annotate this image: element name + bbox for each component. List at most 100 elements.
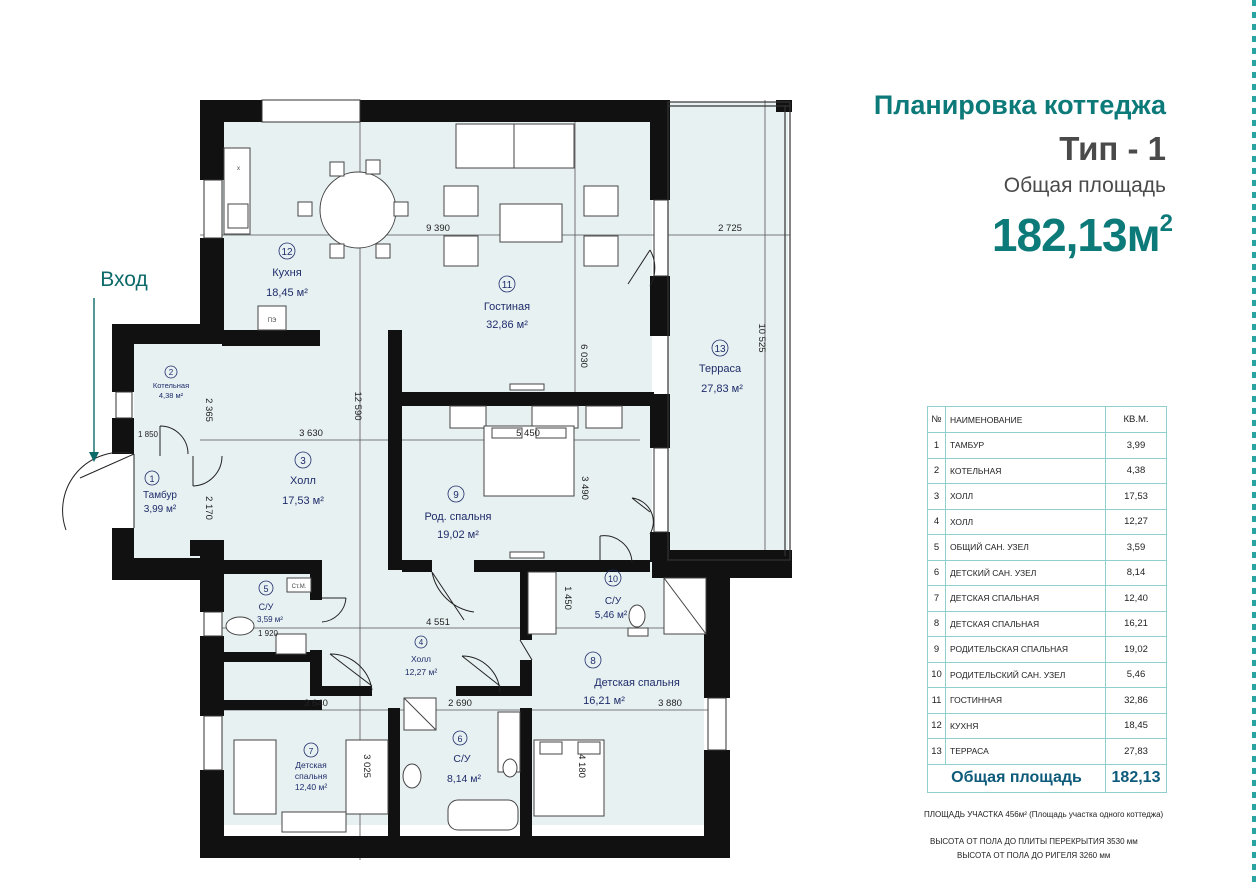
table-cell: 19,02: [1105, 636, 1167, 663]
room-4: 4 Холл 12,27 м²: [405, 635, 437, 677]
windows: [115, 99, 727, 771]
cottage-type: Тип - 1: [1059, 130, 1166, 167]
table-cell: ОБЩИЙ САН. УЗЕЛ: [945, 534, 1106, 561]
dimension-labels: 9 390 2 725 10 525 12 590 6 030 3 630 2 …: [138, 223, 767, 778]
height-note-1: ВЫСОТА ОТ ПОЛА ДО ПЛИТЫ ПЕРЕКРЫТИЯ 3530 …: [930, 837, 1138, 846]
room-10: 10 С/У 5,46 м²: [595, 569, 628, 621]
dim-label: 4 551: [426, 617, 450, 628]
table-cell: 12,40: [1105, 585, 1167, 612]
total-area-value: 182,13м2: [991, 209, 1173, 261]
svg-text:5: 5: [263, 584, 268, 594]
svg-text:16,21 м²: 16,21 м²: [583, 695, 625, 707]
svg-text:спальня: спальня: [295, 771, 328, 781]
plot-area-note: ПЛОЩАДЬ УЧАСТКА 456м² (Площадь участка о…: [924, 810, 1164, 819]
doors: [62, 249, 656, 693]
table-cell: 12,27: [1105, 508, 1167, 535]
svg-text:5,46 м²: 5,46 м²: [595, 610, 628, 621]
room-3: 3 Холл 17,53 м²: [282, 451, 324, 507]
dim-label: 9 390: [426, 223, 450, 234]
room-9: 9 Род. спальня 19,02 м²: [424, 485, 492, 541]
svg-text:1: 1: [149, 474, 154, 484]
svg-text:3: 3: [300, 456, 306, 467]
dim-label: 2 725: [718, 223, 742, 234]
svg-text:18,45 м²: 18,45 м²: [266, 287, 308, 299]
room-12: 12 Кухня 18,45 м²: [266, 242, 308, 299]
table-cell: 3,99: [1105, 432, 1167, 459]
dim-label: 3 490: [579, 476, 590, 500]
room-7: 7 Детская спальня 12,40 м²: [295, 742, 328, 792]
table-cell: 5: [927, 534, 946, 561]
room-1: 1 Тамбур 3,99 м²: [143, 470, 177, 515]
dim-label: 3 640: [304, 698, 328, 709]
svg-text:3,59 м²: 3,59 м²: [257, 615, 283, 624]
svg-text:17,53 м²: 17,53 м²: [282, 495, 324, 507]
svg-text:10: 10: [608, 574, 618, 584]
stove-label: ПЭ: [268, 318, 277, 324]
room-8: 8 Детская спальня 16,21 м²: [583, 651, 680, 707]
page-title: Планировка коттеджа: [873, 90, 1166, 120]
table-cell: КОТЕЛЬНАЯ: [945, 457, 1106, 484]
room-6: 6 С/У 8,14 м²: [447, 730, 482, 785]
room-labels: 1 Тамбур 3,99 м² 2 Котельная 4,38 м² 3 Х…: [143, 242, 743, 792]
room-2: 2 Котельная 4,38 м²: [153, 365, 189, 400]
dim-label: 2 170: [203, 496, 214, 520]
table-cell: ДЕТСКАЯ СПАЛЬНАЯ: [945, 610, 1106, 637]
table-cell: 5,46: [1105, 661, 1167, 688]
dim-label: 5 450: [516, 428, 540, 439]
total-area-label: Общая площадь: [1003, 174, 1166, 197]
svg-text:8,14 м²: 8,14 м²: [447, 773, 482, 785]
room-5: 5 С/У 3,59 м²: [257, 580, 283, 624]
table-cell: ГОСТИННАЯ: [945, 687, 1106, 714]
table-cell: 4,38: [1105, 457, 1167, 484]
svg-text:12,27 м²: 12,27 м²: [405, 667, 437, 677]
dim-label: 1 450: [562, 586, 573, 610]
svg-text:Терраса: Терраса: [699, 363, 742, 375]
svg-text:С/У: С/У: [453, 753, 471, 765]
col-num-header: №: [927, 406, 946, 433]
table-cell: КУХНЯ: [945, 712, 1106, 739]
washer-label: Ст.М.: [292, 584, 307, 590]
dim-label: 3 630: [299, 428, 323, 439]
dim-label: 1 920: [258, 629, 279, 638]
table-cell: 17,53: [1105, 483, 1167, 510]
svg-text:3,99 м²: 3,99 м²: [144, 504, 177, 515]
svg-text:Детская спальня: Детская спальня: [594, 677, 680, 689]
dim-label: 12 590: [352, 391, 363, 420]
height-note-2: ВЫСОТА ОТ ПОЛА ДО РИГЕЛЯ 3260 мм: [957, 851, 1111, 860]
table-cell: РОДИТЕЛЬСКИЙ САН. УЗЕЛ: [945, 661, 1106, 688]
svg-text:Гостиная: Гостиная: [484, 301, 530, 313]
svg-text:С/У: С/У: [605, 596, 622, 607]
total-label: Общая площадь: [927, 763, 1106, 793]
col-area-header: КВ.М.: [1105, 406, 1167, 433]
table-cell: 11: [927, 687, 946, 714]
table-cell: ДЕТСКАЯ СПАЛЬНАЯ: [945, 585, 1106, 612]
dim-label: 2 365: [203, 398, 214, 422]
svg-text:С/У: С/У: [259, 602, 274, 612]
dim-label: 1 850: [138, 430, 159, 439]
dim-label: 10 525: [756, 323, 767, 352]
table-cell: 8,14: [1105, 559, 1167, 586]
svg-text:Кухня: Кухня: [272, 267, 301, 279]
terrace-frame: [667, 101, 791, 561]
table-cell: ТЕРРАСА: [945, 738, 1106, 765]
table-cell: ХОЛЛ: [945, 508, 1106, 535]
table-cell: 18,45: [1105, 712, 1167, 739]
furniture: x: [223, 123, 707, 833]
table-cell: ДЕТСКИЙ САН. УЗЕЛ: [945, 559, 1106, 586]
table-cell: 3,59: [1105, 534, 1167, 561]
floor-plan: x: [62, 99, 792, 860]
table-cell: 2: [927, 457, 946, 484]
table-cell: 9: [927, 636, 946, 663]
